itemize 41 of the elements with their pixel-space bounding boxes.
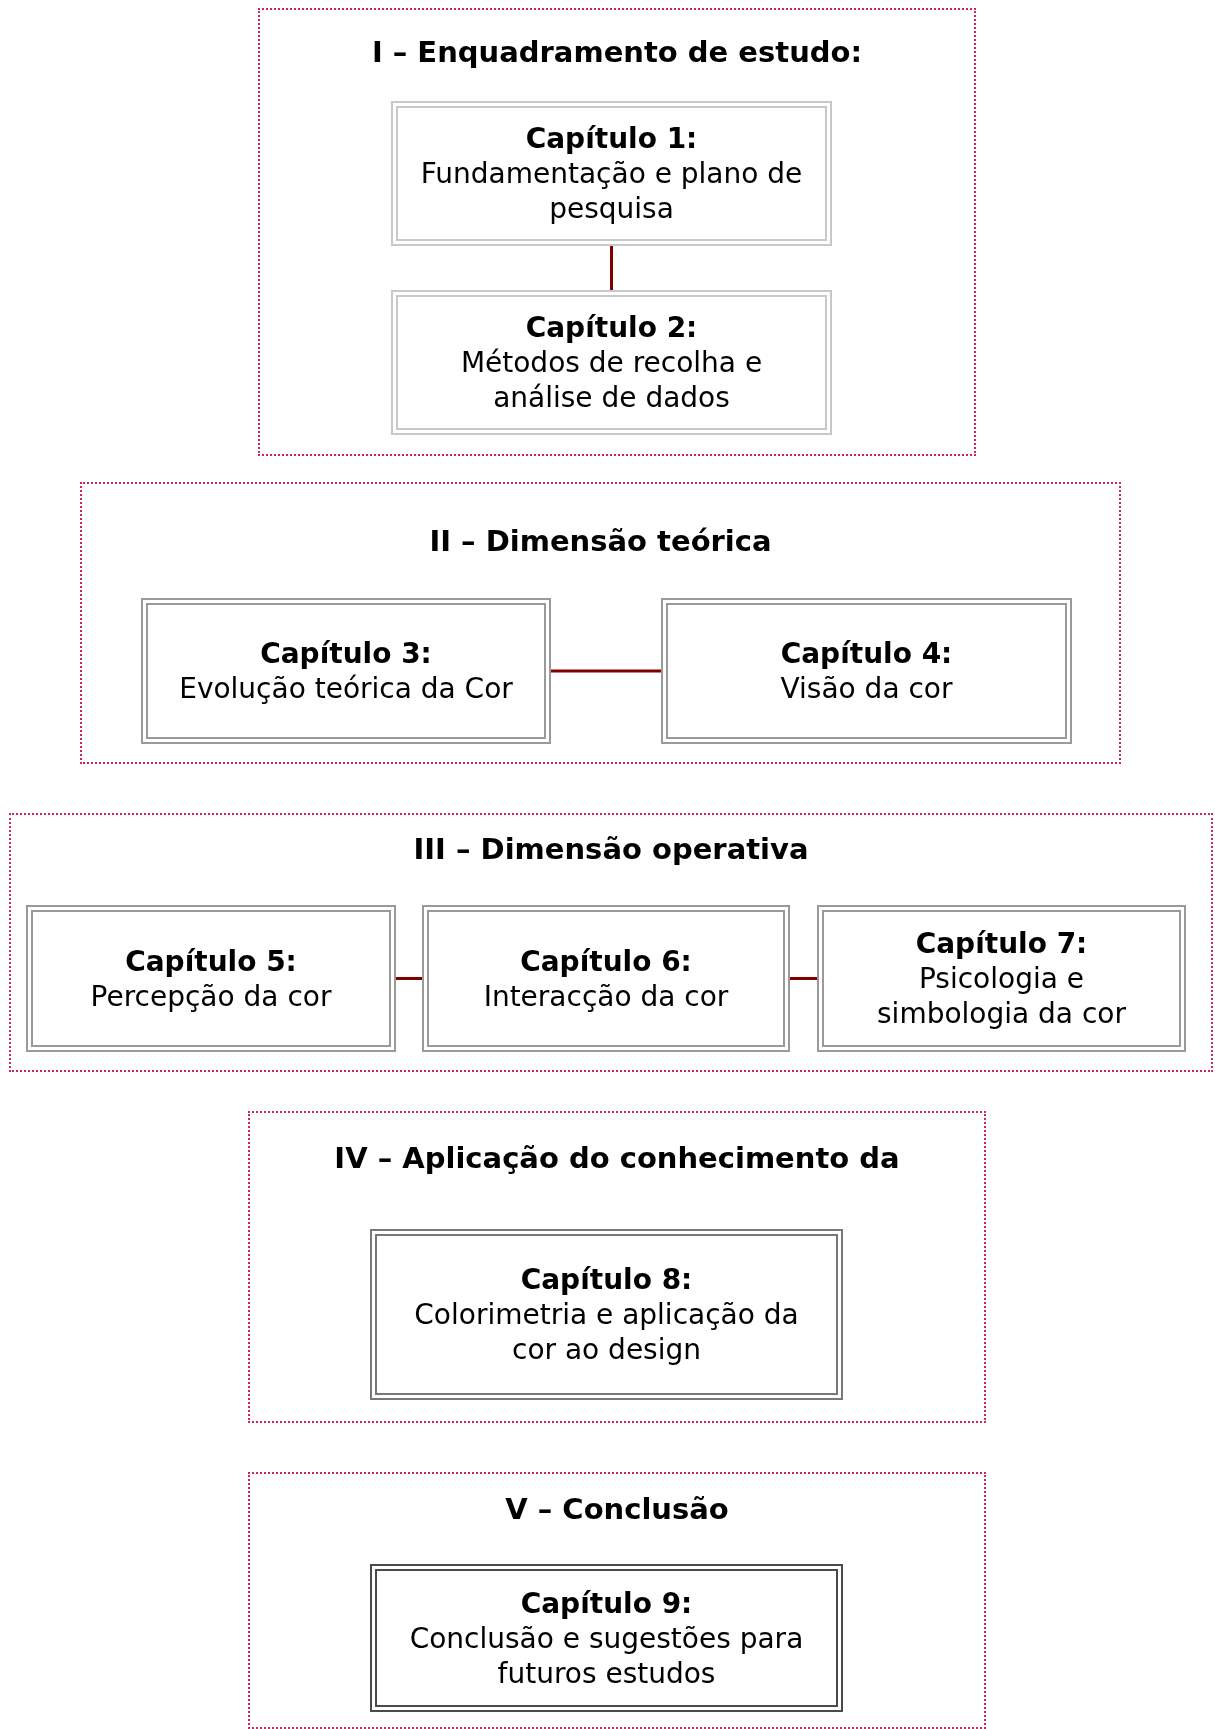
- section-frame: [80, 482, 1121, 764]
- chapter-title: Percepção da cor: [90, 978, 332, 1014]
- chapter-heading: Capítulo 6:: [520, 943, 692, 979]
- chapter-box: [26, 905, 396, 1052]
- chapter-heading: Capítulo 9:: [520, 1585, 693, 1621]
- chapter-heading: Capítulo 3:: [260, 636, 432, 671]
- chapter-title: Interacção da cor: [483, 978, 729, 1014]
- chapter-heading: Capítulo 7:: [915, 926, 1088, 961]
- chapter-title: Colorimetria e aplicação da cor ao design: [413, 1297, 800, 1367]
- section-title: III – Dimensão operativa: [412, 832, 810, 866]
- connector-line: [396, 977, 422, 980]
- section-frame: [9, 813, 1213, 1072]
- chapter-box: [391, 290, 832, 435]
- section-title: I – Enquadramento de estudo:: [370, 35, 864, 69]
- chapter-box: [817, 905, 1186, 1052]
- connector-line: [551, 669, 661, 673]
- section-title: V – Conclusão: [504, 1492, 730, 1526]
- chapter-heading: Capítulo 2:: [525, 310, 698, 345]
- chapter-heading: Capítulo 5:: [125, 943, 297, 979]
- chapter-title: Métodos de recolha e análise de dados: [459, 345, 764, 415]
- chapter-title: Psicologia e simbologia da cor: [876, 961, 1127, 1031]
- chapter-box: [370, 1229, 843, 1400]
- chapter-box: [422, 905, 790, 1052]
- chapter-title: Visão da cor: [780, 671, 953, 706]
- chapter-title: Conclusão e sugestões para futuros estudos: [408, 1620, 805, 1691]
- section-frame: [248, 1472, 986, 1729]
- chapter-heading: Capítulo 8:: [520, 1262, 693, 1297]
- section-frame: [248, 1111, 986, 1423]
- connector-line: [790, 977, 817, 980]
- chapter-title: Evolução teórica da Cor: [179, 671, 513, 706]
- chapter-box: [141, 598, 551, 744]
- connector-line: [610, 246, 613, 290]
- chapter-box: [391, 101, 832, 246]
- chapter-heading: Capítulo 1:: [525, 121, 698, 156]
- section-title: IV – Aplicação do conhecimento da: [333, 1141, 901, 1175]
- chapter-box: [370, 1564, 843, 1712]
- chapter-heading: Capítulo 4:: [780, 636, 953, 671]
- section-frame: [258, 8, 976, 456]
- chapter-title: Fundamentação e plano de pesquisa: [419, 156, 804, 226]
- section-title: II – Dimensão teórica: [428, 524, 773, 558]
- chapter-box: [661, 598, 1072, 744]
